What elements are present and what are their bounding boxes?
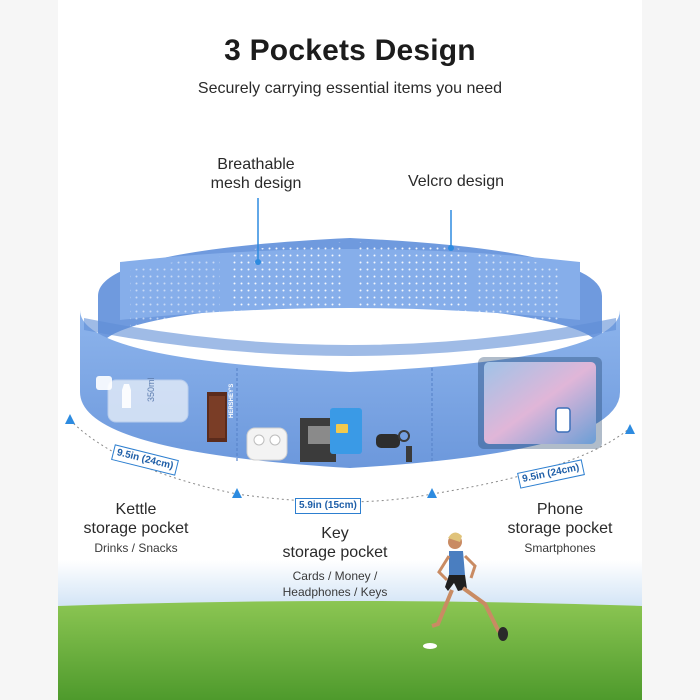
kettle-title-line2: storage pocket — [83, 520, 189, 537]
mesh-panel-left — [230, 242, 345, 344]
measurement-middle: 5.9in (15cm) — [295, 498, 361, 514]
earbuds-case — [246, 427, 288, 461]
kettle-pocket-label: Kettle storage pocket Drinks / Snacks — [66, 500, 206, 556]
arrow-marker-mid-left — [232, 488, 242, 498]
key-items-line1: Cards / Money / — [292, 569, 378, 583]
callout-mesh-line1: Breathable — [217, 156, 295, 173]
smartphone-window — [478, 357, 602, 449]
mesh-pointer-dot — [255, 259, 261, 265]
arrow-marker-left — [65, 414, 75, 424]
car-keys — [376, 430, 412, 462]
phone-title-line1: Phone — [536, 501, 584, 518]
velcro-pointer-dot — [448, 245, 454, 251]
page-title: 3 Pockets Design — [224, 34, 476, 67]
phone-items: Smartphones — [524, 541, 596, 555]
chocolate-bar: HERSHEY'S — [207, 384, 235, 442]
callout-mesh-line2-wrap: mesh design — [196, 174, 316, 193]
page-subtitle: Securely carrying essential items you ne… — [197, 80, 503, 97]
callout-velcro-label: Velcro design — [407, 173, 505, 190]
callout-mesh-label: Breathable — [196, 155, 316, 174]
phone-pocket-label: Phone storage pocket Smartphones — [490, 500, 630, 556]
key-pocket-label: Key storage pocket Cards / Money / Headp… — [262, 524, 408, 600]
snack-label: HERSHEY'S — [229, 384, 235, 418]
kettle-title-line1: Kettle — [115, 501, 157, 518]
kettle-items: Drinks / Snacks — [94, 541, 178, 555]
bottle-volume-label: 350ml — [146, 377, 156, 402]
key-items-line2: Headphones / Keys — [282, 585, 388, 599]
mesh-panel-right — [355, 242, 470, 350]
phone-title-line2: storage pocket — [507, 520, 613, 537]
phone-icon — [555, 407, 571, 433]
belt-top-edge — [84, 318, 616, 356]
runner-figure — [423, 532, 508, 649]
grass-field — [58, 601, 642, 700]
cards-and-money — [300, 408, 362, 462]
arrow-marker-right — [625, 424, 635, 434]
water-bottle: 350ml — [96, 376, 189, 423]
key-title-line1: Key — [321, 525, 349, 542]
callout-mesh-line2: mesh design — [210, 175, 302, 192]
key-title-line2: storage pocket — [282, 544, 388, 561]
arrow-marker-mid-right — [427, 488, 437, 498]
